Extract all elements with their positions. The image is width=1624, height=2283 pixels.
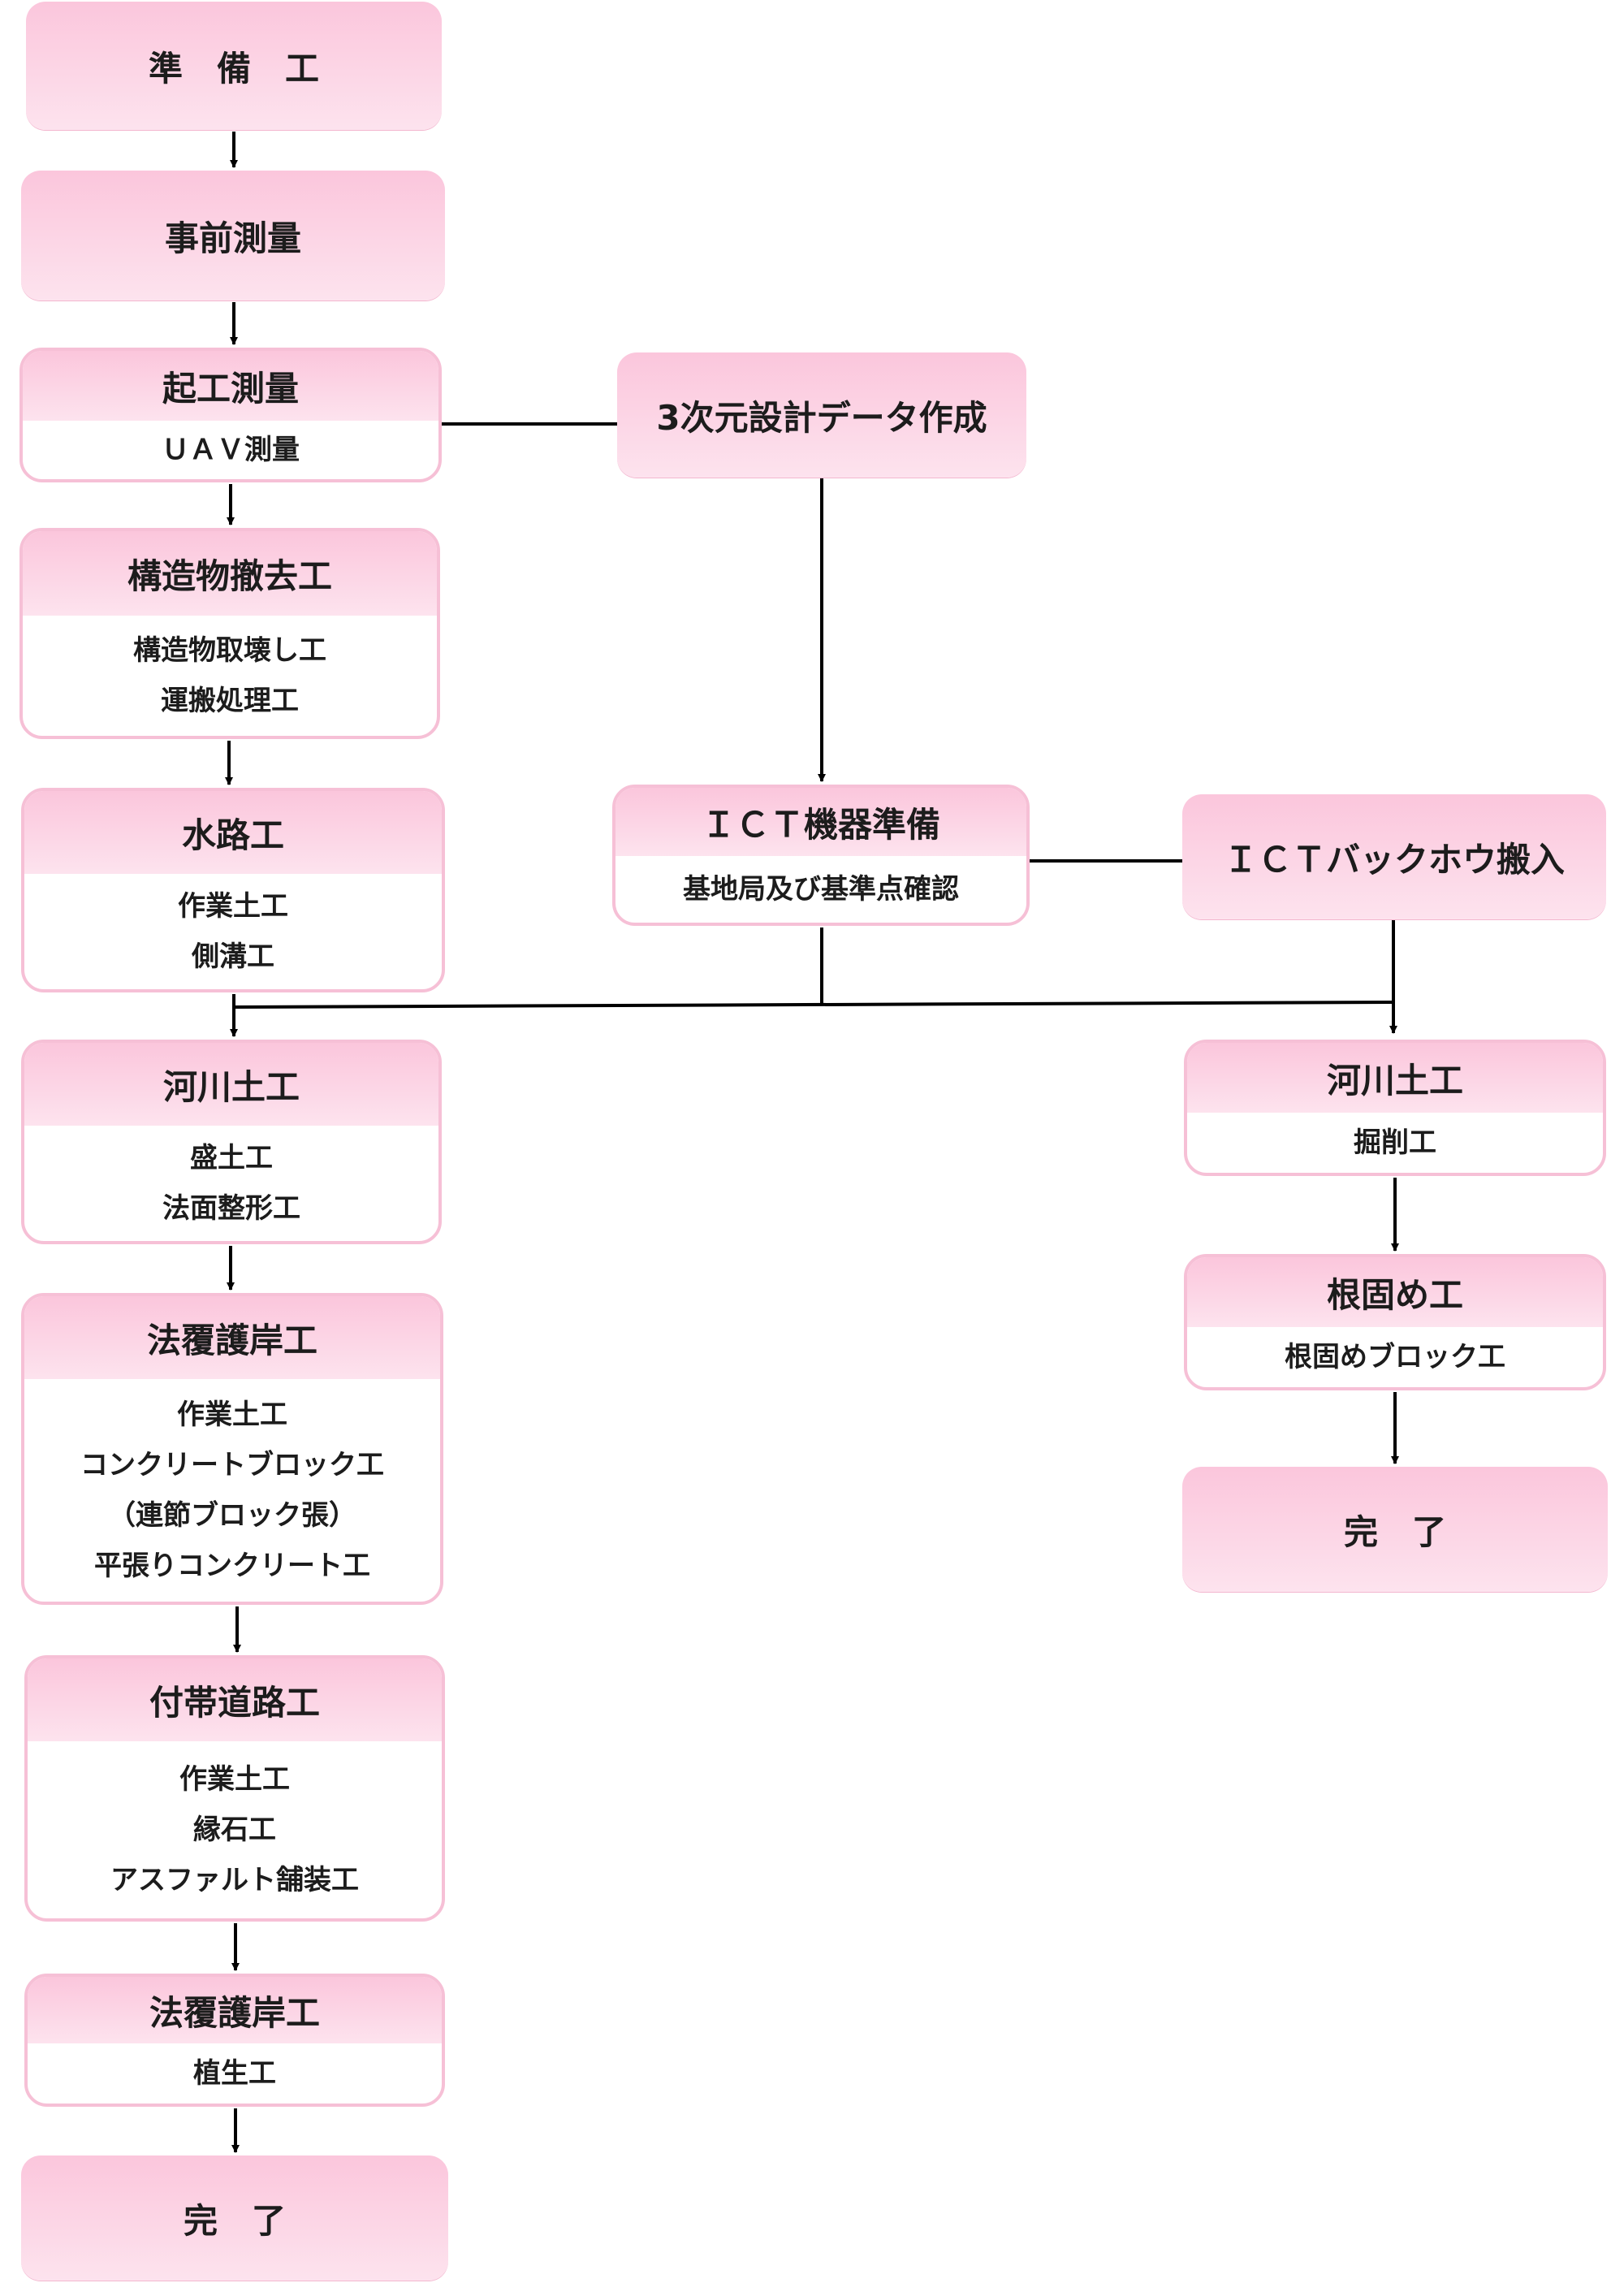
node-item: 作業土工 <box>177 1399 287 1431</box>
node-title: 法覆護岸工 <box>146 1320 317 1360</box>
node-head: ＩＣＴ機器準備 <box>615 788 1026 856</box>
node-item: 構造物取壊し工 <box>133 634 326 667</box>
node-title: 起工測量 <box>162 368 299 409</box>
node-item: （連節ブロック張） <box>108 1499 356 1532</box>
line-merge-horizontal <box>233 1001 1394 1009</box>
node-kasen-dokou-left: 河川土工 盛土工 法面整形工 <box>21 1040 442 1244</box>
node-head: 起工測量 <box>23 351 438 421</box>
node-jizen-sokuryo: 事前測量 <box>21 171 445 301</box>
node-ict-kiki-junbi: ＩＣＴ機器準備 基地局及び基準点確認 <box>612 785 1030 926</box>
node-title: 事前測量 <box>164 218 301 258</box>
node-title: ＩＣＴバックホウ搬入 <box>1223 839 1565 880</box>
node-title: 河川土工 <box>162 1066 300 1107</box>
node-item: 縁石工 <box>193 1814 276 1846</box>
node-body: 作業土工 コンクリートブロック工 （連節ブロック張） 平張りコンクリート工 <box>24 1379 440 1602</box>
node-title: 完 了 <box>1343 1511 1446 1552</box>
node-item: 側溝工 <box>192 940 274 973</box>
node-item: アスファルト舗装工 <box>110 1864 359 1896</box>
node-3d-design-data: 3次元設計データ作成 <box>617 352 1026 478</box>
node-title: 水路工 <box>181 815 284 855</box>
node-head: 根固め工 <box>1187 1257 1603 1327</box>
node-item: 基地局及び基準点確認 <box>683 873 959 906</box>
node-ict-backhoe: ＩＣＴバックホウ搬入 <box>1182 794 1606 919</box>
node-noriooi-gogan-1: 法覆護岸工 作業土工 コンクリートブロック工 （連節ブロック張） 平張りコンクリ… <box>21 1293 443 1605</box>
node-body: 作業土工 縁石工 アスファルト舗装工 <box>28 1741 442 1918</box>
node-junbi: 準 備 工 <box>26 2 442 130</box>
node-futai-doro: 付帯道路工 作業土工 縁石工 アスファルト舗装工 <box>24 1655 445 1922</box>
node-item: 植生工 <box>193 2057 276 2090</box>
node-title: 河川土工 <box>1326 1060 1463 1100</box>
node-body: 構造物取壊し工 運搬処理工 <box>23 616 437 736</box>
node-item: 法面整形工 <box>162 1192 300 1225</box>
node-kanryo-right: 完 了 <box>1182 1467 1608 1592</box>
node-body: 盛土工 法面整形工 <box>24 1126 438 1241</box>
node-title: 法覆護岸工 <box>149 1992 320 2033</box>
node-item: 掘削工 <box>1354 1126 1436 1159</box>
node-body: 植生工 <box>28 2043 442 2104</box>
node-item: 作業土工 <box>178 890 288 923</box>
node-body: ＵＡＶ測量 <box>23 421 438 479</box>
node-item: 作業土工 <box>179 1763 290 1796</box>
node-negatame: 根固め工 根固めブロック工 <box>1184 1254 1606 1390</box>
node-head: 河川土工 <box>1187 1043 1603 1113</box>
node-head: 法覆護岸工 <box>28 1977 442 2043</box>
node-kanryo-left: 完 了 <box>21 2155 448 2281</box>
node-body: 掘削工 <box>1187 1113 1603 1173</box>
node-head: 河川土工 <box>24 1043 438 1126</box>
node-item: ＵＡＶ測量 <box>162 434 300 466</box>
node-item: コンクリートブロック工 <box>80 1449 384 1481</box>
node-head: 構造物撤去工 <box>23 531 437 616</box>
node-suiro: 水路工 作業土工 側溝工 <box>21 788 445 992</box>
node-item: 根固めブロック工 <box>1285 1341 1505 1373</box>
node-kozobutsu-tekkyo: 構造物撤去工 構造物取壊し工 運搬処理工 <box>19 528 440 739</box>
node-head: 付帯道路工 <box>28 1658 442 1741</box>
node-title: 根固め工 <box>1326 1274 1463 1315</box>
node-title: 完 了 <box>183 2200 286 2241</box>
node-kasen-dokou-right: 河川土工 掘削工 <box>1184 1040 1606 1176</box>
node-title: 準 備 工 <box>148 48 319 89</box>
node-item: 平張りコンクリート工 <box>94 1550 370 1582</box>
node-body: 作業土工 側溝工 <box>24 874 442 989</box>
node-noriooi-gogan-2: 法覆護岸工 植生工 <box>24 1974 445 2107</box>
node-title: 構造物撤去工 <box>127 556 332 596</box>
node-head: 水路工 <box>24 791 442 874</box>
node-head: 法覆護岸工 <box>24 1296 440 1379</box>
node-item: 盛土工 <box>190 1142 273 1174</box>
node-body: 根固めブロック工 <box>1187 1327 1603 1387</box>
node-item: 運搬処理工 <box>161 685 299 717</box>
node-kiko-sokuryo: 起工測量 ＵＡＶ測量 <box>19 348 442 482</box>
node-title: 付帯道路工 <box>149 1682 320 1723</box>
node-title: 3次元設計データ作成 <box>656 397 987 438</box>
node-body: 基地局及び基準点確認 <box>615 856 1026 923</box>
node-title: ＩＣＴ機器準備 <box>701 804 940 845</box>
